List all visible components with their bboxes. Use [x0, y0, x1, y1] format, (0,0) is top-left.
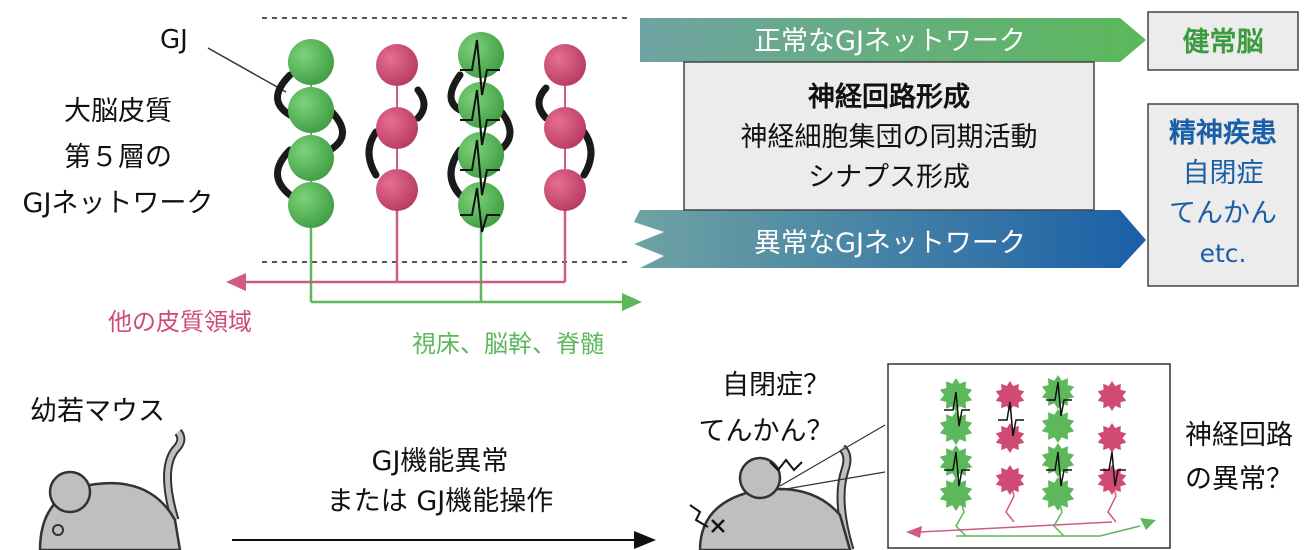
- green-neuron-chain-1: [288, 39, 334, 228]
- spike-trace: [1100, 451, 1126, 487]
- circuit-question-line1: 神経回路: [1185, 420, 1293, 451]
- spiky-pink-neuron: [995, 381, 1025, 411]
- manipulation-line1: GJ機能異常: [372, 446, 509, 477]
- center-box: [683, 61, 1095, 211]
- right-target-label: 視床、脳幹、脊髄: [412, 330, 604, 358]
- spiky-green-neuron: [1041, 477, 1075, 511]
- disease-epilepsy: てんかん: [1169, 198, 1277, 229]
- cortex-label-line1: 大脳皮質: [64, 96, 172, 127]
- gj-label: GJ: [160, 25, 188, 55]
- center-box-title: 神経回路形成: [808, 81, 970, 113]
- disease-autism: 自閉症: [1183, 158, 1264, 189]
- spike-trace: [998, 401, 1024, 437]
- center-box-line3: シナプス形成: [808, 162, 970, 193]
- spiky-green-neuron: [939, 411, 973, 445]
- center-box-line2: 神経細胞集団の同期活動: [741, 122, 1038, 153]
- spike-trace: [944, 391, 970, 427]
- healthy-label: 健常脳: [1183, 27, 1264, 58]
- question-autism: 自閉症？: [722, 370, 830, 401]
- spiky-green-neuron: [1041, 409, 1075, 443]
- axon-lines: [226, 205, 642, 311]
- spiky-pink-neuron: [1097, 381, 1127, 411]
- disease-box: [1147, 103, 1299, 287]
- spiky-pink-neuron: [995, 465, 1025, 495]
- circuit-question-line2: の異常？: [1185, 464, 1293, 495]
- manipulation-arrowhead: [634, 531, 656, 549]
- pink-neuron-chain-2: [544, 44, 586, 211]
- abnormal-circuit-neurons: [906, 375, 1156, 538]
- normal-network-label: 正常なGJネットワーク: [754, 26, 1026, 57]
- young-mouse-icon: [38, 429, 186, 550]
- spike-trace: [1046, 381, 1072, 417]
- gj-pointer: [207, 47, 287, 93]
- gap-junction-links: [274, 71, 595, 199]
- young-mouse-label: 幼若マウス: [30, 396, 165, 427]
- spiky-pink-neuron: [995, 423, 1025, 453]
- spike-trace: [1046, 451, 1072, 487]
- question-epilepsy: てんかん？: [699, 416, 834, 447]
- cortex-label-line2: 第５層の: [64, 142, 172, 173]
- left-target-label: 他の皮質領域: [108, 308, 252, 336]
- healthy-box: [1147, 11, 1299, 71]
- spiky-green-neuron: [939, 477, 973, 511]
- normal-network-arrow: [640, 18, 1146, 62]
- spiky-pink-neuron: [1097, 423, 1127, 453]
- abnormal-circuit-panel: [887, 363, 1171, 549]
- green-neuron-chain-2-active: [458, 32, 504, 233]
- cortex-label-line3: GJネットワーク: [23, 188, 214, 219]
- disease-title: 精神疾患: [1169, 117, 1277, 149]
- abnormal-network-label: 異常なGJネットワーク: [754, 228, 1026, 259]
- disease-etc: etc.: [1200, 239, 1247, 268]
- manipulation-line2: または GJ機能操作: [327, 486, 553, 517]
- spike-trace: [944, 451, 970, 487]
- sick-mouse-icon: [689, 424, 886, 550]
- abnormal-network-arrow: [634, 210, 1146, 268]
- spiky-pink-neuron: [1097, 465, 1127, 495]
- pink-neuron-chain-1: [376, 44, 418, 211]
